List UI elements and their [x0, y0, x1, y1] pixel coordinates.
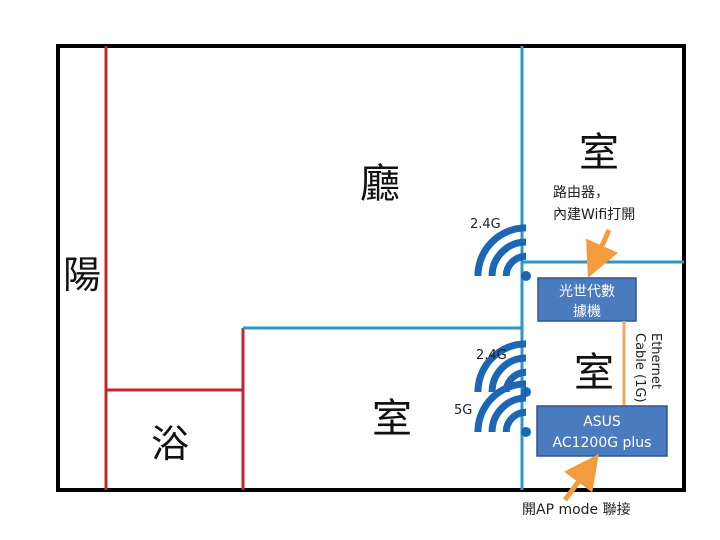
- orange-arrow-icon: [562, 453, 599, 502]
- outer-wall: [56, 44, 686, 492]
- wifi-signal-icon: [474, 340, 531, 397]
- cable-label-line1: Ethernet: [648, 333, 663, 389]
- wifi-signal-icon: [474, 380, 531, 437]
- room-label-living: 廳: [360, 161, 400, 207]
- modem-box-line1: 光世代數: [559, 284, 615, 300]
- wifi-label-middle: 2.4G: [476, 348, 507, 363]
- wifi-signal-icon: [474, 224, 531, 281]
- cable-label-line2: Cable (1G): [632, 333, 647, 403]
- room-label-bath: 浴: [151, 422, 189, 466]
- room-label-bottom: 室: [372, 396, 412, 442]
- wifi-label-lower: 5G: [454, 403, 472, 418]
- asus-box-line1: ASUS: [583, 414, 621, 430]
- room-label-top-right: 室: [579, 130, 619, 176]
- wifi-label-upper: 2.4G: [470, 217, 501, 232]
- room-label-balcony: 陽: [63, 253, 101, 297]
- router-note-line1: 路由器，: [553, 185, 609, 201]
- modem-box: [537, 277, 637, 322]
- asus-box: [536, 405, 668, 457]
- asus-box-line2: AC1200G plus: [553, 435, 652, 451]
- router-note-line2: 內建Wifi打開: [553, 206, 635, 223]
- red-walls: [104, 46, 245, 490]
- ap-mode-note: 開AP mode 聯接: [522, 501, 631, 518]
- orange-arrow-icon: [586, 228, 619, 278]
- room-label-middle-right: 室: [574, 350, 614, 396]
- modem-box-line2: 據機: [573, 304, 601, 320]
